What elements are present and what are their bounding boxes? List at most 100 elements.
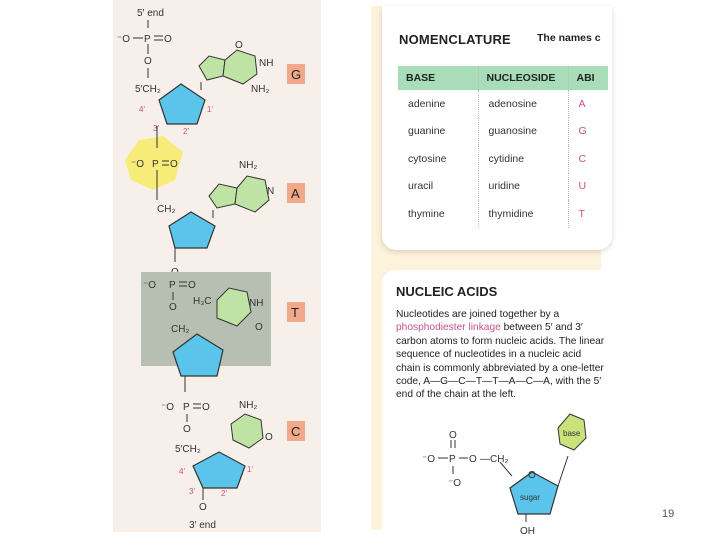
base-letter-t: T bbox=[291, 305, 299, 320]
deoxyribose-sugar bbox=[172, 333, 224, 377]
sugar-pentagon bbox=[509, 471, 559, 515]
thymine-h3c: H₃C bbox=[193, 296, 212, 307]
abbreviation-cell: G bbox=[578, 125, 587, 138]
abbreviation-cell: A bbox=[578, 97, 586, 110]
base-cell: thymine bbox=[398, 200, 479, 228]
base-letter-a: A bbox=[291, 186, 300, 201]
page-number: 19 bbox=[662, 508, 675, 520]
abbreviation-cell: U bbox=[578, 180, 587, 193]
phosphodiester-linkage-term: phosphodiester linkage bbox=[396, 322, 501, 334]
cytosine-five-prime-ch2: 5′CH₂ bbox=[175, 444, 201, 455]
carbon-1-label: 1′ bbox=[247, 465, 253, 474]
nucleotide-schematic: ⁻O P O —CH₂ O ⁻O O sugar base OH bbox=[422, 413, 587, 537]
purine-five-ring bbox=[198, 55, 226, 81]
carbon-2-label: 2′ bbox=[183, 127, 189, 136]
nucleotide-t: ⁻O P O O CH₂ H₃C NH O T bbox=[141, 272, 305, 392]
three-prime-end-label: 3′ end bbox=[189, 520, 216, 531]
linkage-o: O bbox=[170, 159, 178, 170]
nomenclature-table: BASE NUCLEOSIDE ABI adenine adenosine A … bbox=[398, 66, 608, 228]
thymine-nh: NH bbox=[249, 298, 263, 309]
adenine-ch2: CH₂ bbox=[157, 204, 175, 215]
schematic-top-o: O bbox=[449, 430, 457, 441]
deoxyribose-sugar bbox=[192, 451, 246, 489]
nucleotide-g: ⁻O P O O 5′CH₂ 4′ 3′ 2′ 1′ O NH NH₂ G bbox=[117, 20, 305, 136]
carbon-3-label: 3′ bbox=[153, 124, 159, 133]
abbreviation-cell: T bbox=[578, 207, 585, 220]
nucleoside-cell: cytidine bbox=[478, 145, 569, 173]
nucleotide-c: ⁻O P O O 5′CH₂ 4′ 3′ 2′ 1′ NH₂ O C O bbox=[161, 400, 305, 513]
nucleic-acids-paragraph: Nucleotides are joined together by a pho… bbox=[396, 308, 608, 402]
schematic-bottom-o-minus: ⁻O bbox=[448, 478, 461, 489]
table-row: adenine adenosine A bbox=[398, 90, 608, 118]
schematic-ch2: —CH₂ bbox=[480, 454, 508, 465]
phosphate-p: P bbox=[144, 34, 151, 45]
thymine-carbonyl-o: O bbox=[255, 322, 263, 333]
cytosine-carbonyl-o: O bbox=[265, 432, 273, 443]
base-letter-box bbox=[287, 302, 305, 322]
table-row: cytosine cytidine C bbox=[398, 145, 608, 173]
paragraph-text-start: Nucleotides are joined together by a bbox=[396, 309, 560, 320]
schematic-o: O bbox=[469, 454, 477, 465]
guanine-nh2: NH₂ bbox=[251, 84, 269, 95]
carbonyl-o: O bbox=[235, 40, 243, 51]
carbon-1-label: 1′ bbox=[207, 105, 213, 114]
pyrimidine-ring bbox=[230, 413, 264, 449]
table-header-row: BASE NUCLEOSIDE ABI bbox=[398, 66, 608, 90]
carbon-3-label: 3′ bbox=[189, 487, 195, 496]
schematic-p: P bbox=[449, 454, 456, 465]
table-row: thymine thymidine T bbox=[398, 200, 608, 228]
linkage-o-minus: ⁻O bbox=[131, 159, 144, 170]
base-hexagon bbox=[557, 413, 587, 451]
thymine-o-minus: ⁻O bbox=[143, 280, 156, 291]
phosphodiester-highlight bbox=[125, 136, 183, 190]
base-label: base bbox=[563, 429, 581, 438]
abbreviation-cell: C bbox=[578, 152, 587, 165]
nucleoside-cell: thymidine bbox=[478, 200, 569, 228]
base-cell: guanine bbox=[398, 117, 479, 145]
hydroxyl-oh: OH bbox=[520, 526, 535, 537]
adenine-nh2: NH₂ bbox=[239, 160, 257, 171]
column-header-abbreviation: ABI bbox=[568, 66, 608, 90]
base-letter-c: C bbox=[291, 424, 300, 439]
phosphate-o: O bbox=[164, 34, 172, 45]
thymine-p: P bbox=[169, 280, 176, 291]
base-letter-box bbox=[287, 64, 305, 84]
nucleoside-cell: adenosine bbox=[478, 90, 569, 118]
base-cell: adenine bbox=[398, 90, 479, 118]
deoxyribose-sugar bbox=[168, 211, 216, 249]
ester-o: O bbox=[144, 56, 152, 67]
phosphodiester-linkage-1: ⁻O P O bbox=[125, 126, 183, 200]
ring-o: O bbox=[528, 470, 536, 481]
cytosine-o: O bbox=[202, 402, 210, 413]
nucleoside-cell: uridine bbox=[478, 172, 569, 200]
thymine-ch2: CH₂ bbox=[171, 324, 189, 335]
column-header-base: BASE bbox=[398, 66, 479, 90]
linkage-p: P bbox=[152, 159, 159, 170]
purine-six-ring bbox=[222, 49, 258, 85]
purine-six-ring bbox=[234, 175, 270, 213]
textbook-page: NOMENCLATURE The names c BASE NUCLEOSIDE… bbox=[371, 6, 612, 540]
deoxyribose-sugar bbox=[158, 83, 206, 125]
cytosine-ester-o: O bbox=[183, 424, 191, 435]
sugar-label: sugar bbox=[520, 493, 540, 502]
base-letter-box bbox=[287, 183, 305, 203]
carbon-4-label: 4′ bbox=[179, 467, 185, 476]
base-letter-box bbox=[287, 421, 305, 441]
nomenclature-title: NOMENCLATURE bbox=[399, 32, 511, 47]
table-row: guanine guanosine G bbox=[398, 117, 608, 145]
base-cell: uracil bbox=[398, 172, 479, 200]
table-row: uracil uridine U bbox=[398, 172, 608, 200]
schematic-o-minus: ⁻O bbox=[422, 454, 435, 465]
thymine-ester-o: O bbox=[169, 302, 177, 313]
carbon-4-label: 4′ bbox=[139, 105, 145, 114]
nucleic-acids-title: NUCLEIC ACIDS bbox=[396, 284, 498, 299]
cytosine-p: P bbox=[183, 402, 190, 413]
phosphate-o-minus: ⁻O bbox=[117, 34, 130, 45]
thymine-o: O bbox=[188, 280, 196, 291]
five-prime-end-label: 5′ end bbox=[137, 8, 164, 19]
base-cell: cytosine bbox=[398, 145, 479, 173]
guanine-nh: NH bbox=[259, 58, 273, 69]
dna-strand-diagram: 5′ end ⁻O P O O 5′CH₂ 4′ 3′ 2′ 1′ O NH N… bbox=[117, 8, 305, 531]
carbon-2-label: 2′ bbox=[221, 489, 227, 498]
nucleoside-cell: guanosine bbox=[478, 117, 569, 145]
